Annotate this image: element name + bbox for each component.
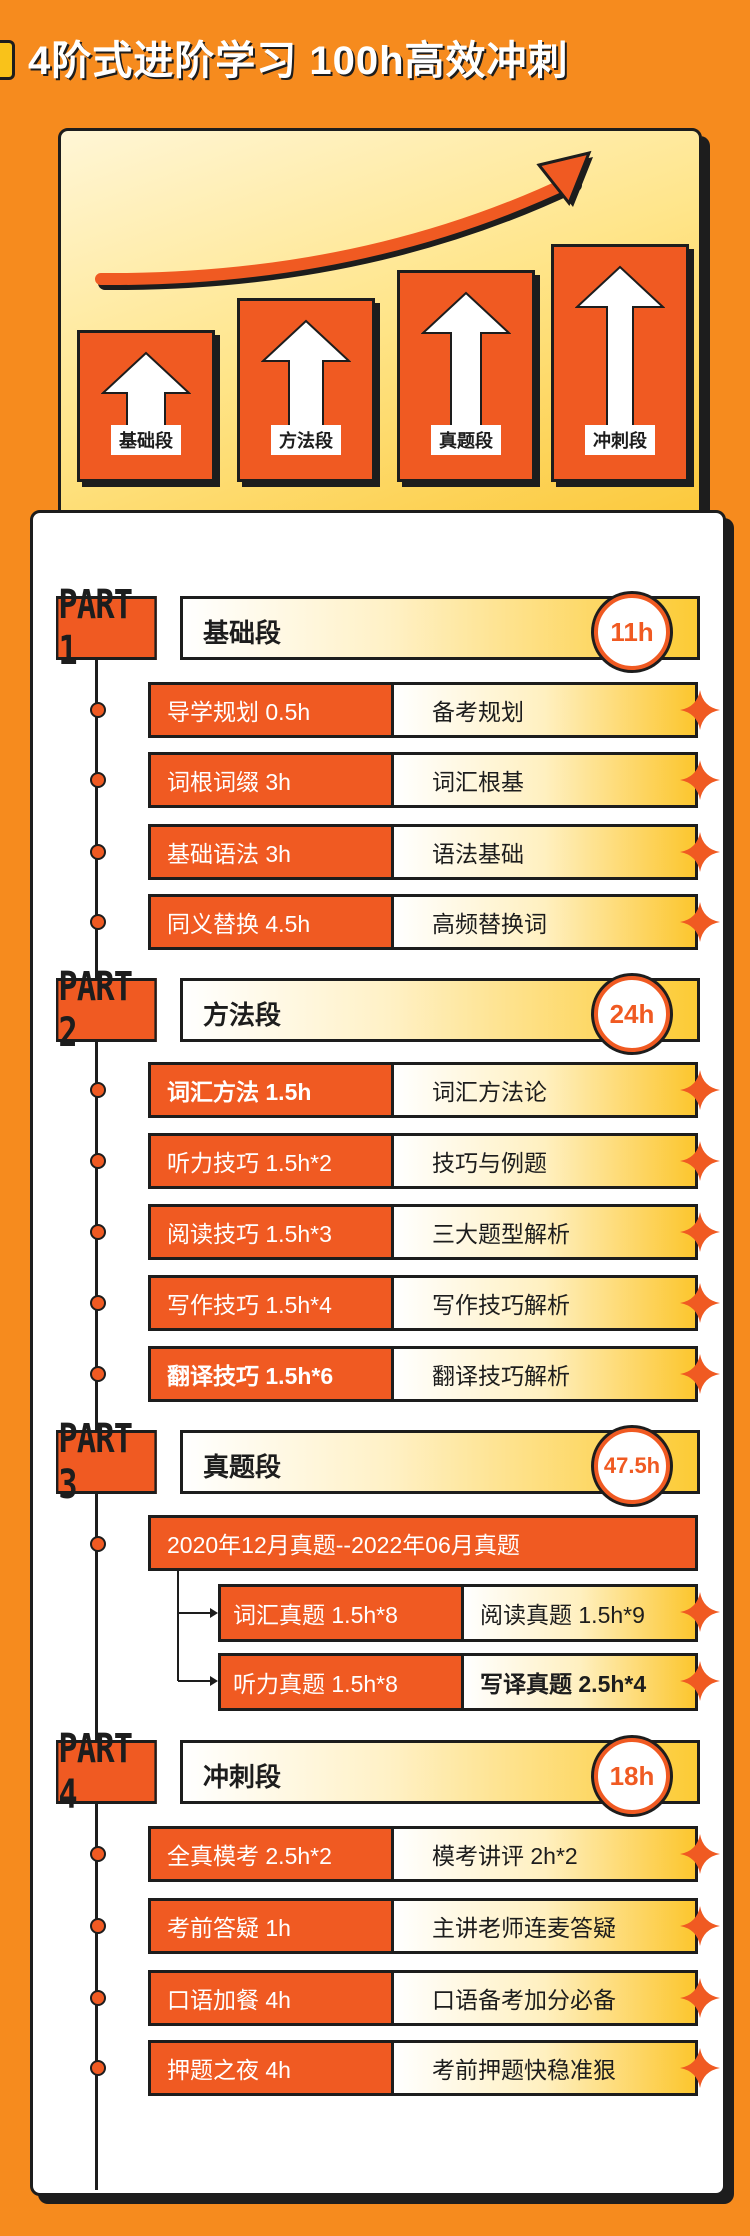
step-block-3: 真题段	[397, 270, 535, 482]
hours-badge: 11h	[594, 594, 670, 670]
sparkle-icon	[680, 1834, 720, 1874]
part-tag: PART 4	[56, 1726, 157, 1818]
sparkle-icon	[680, 1283, 720, 1323]
part-name: 基础段	[203, 618, 282, 648]
hero-card: 基础段 方法段 真题段 冲刺段	[58, 128, 702, 580]
part-name: 冲刺段	[203, 1762, 282, 1792]
part-1-header: 基础段 PART 1 11h	[56, 582, 700, 674]
step-label: 方法段	[271, 425, 341, 455]
hours-badge: 18h	[594, 1738, 670, 1814]
step-block-1: 基础段	[77, 330, 215, 482]
sparkle-icon	[680, 2048, 720, 2088]
sparkle-icon	[680, 1906, 720, 1946]
sparkle-icon	[680, 690, 720, 730]
sparkle-icon	[680, 902, 720, 942]
page-title: 4阶式进阶学习 100h高效冲刺	[28, 39, 569, 83]
sparkle-icon	[680, 1592, 720, 1632]
up-arrow-icon	[101, 351, 191, 430]
part-3-header: 真题段 PART 3 47.5h	[56, 1416, 700, 1508]
growth-arrow-icon	[95, 150, 593, 291]
sparkle-icon	[680, 1141, 720, 1181]
step-label: 基础段	[111, 425, 181, 455]
up-arrow-icon	[421, 291, 511, 430]
timeline-line	[95, 660, 98, 2190]
part-name: 方法段	[203, 1000, 282, 1030]
step-block-4: 冲刺段	[551, 244, 689, 482]
step-label: 真题段	[431, 425, 501, 455]
sparkle-icon	[680, 1354, 720, 1394]
branch-connector	[177, 1571, 218, 1686]
up-arrow-icon	[575, 265, 665, 430]
sparkle-icon	[680, 1070, 720, 1110]
hours-badge: 47.5h	[594, 1428, 670, 1504]
sparkle-icon	[680, 760, 720, 800]
part-2-header: 方法段 PART 2 24h	[56, 964, 700, 1056]
part-tag: PART 2	[56, 964, 157, 1056]
step-block-2: 方法段	[237, 298, 375, 482]
sparkle-icon	[680, 1978, 720, 2018]
title-accent	[0, 40, 15, 80]
step-label: 冲刺段	[585, 425, 655, 455]
part-tag: PART 3	[56, 1416, 157, 1508]
up-arrow-icon	[261, 319, 351, 428]
sparkle-icon	[680, 1661, 720, 1701]
hours-badge: 24h	[594, 976, 670, 1052]
part-4-header: 冲刺段 PART 4 18h	[56, 1726, 700, 1818]
sparkle-icon	[680, 1212, 720, 1252]
exam-range: 2020年12月真题--2022年06月真题	[148, 1515, 698, 1571]
sparkle-icon	[680, 832, 720, 872]
part-tag: PART 1	[56, 582, 157, 674]
part-name: 真题段	[203, 1452, 282, 1482]
